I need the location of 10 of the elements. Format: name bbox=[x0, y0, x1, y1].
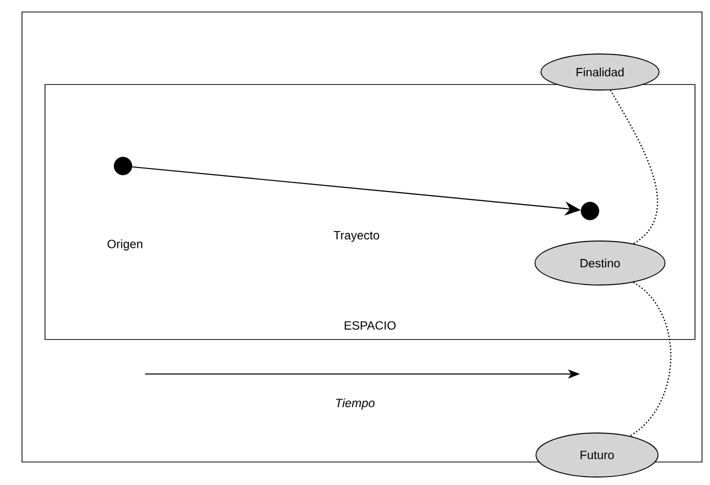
ellipse-node: Futuro bbox=[536, 432, 658, 478]
ellipse-node: Destino bbox=[534, 240, 666, 286]
dot bbox=[580, 202, 600, 220]
ellipse-node: Finalidad bbox=[540, 54, 660, 90]
axis-label: Tiempo bbox=[336, 398, 375, 410]
dotted-line bbox=[629, 282, 672, 437]
edge-label: Trayecto bbox=[331, 229, 382, 244]
dotted-line bbox=[610, 90, 658, 244]
dot bbox=[114, 156, 132, 176]
point-label: Origen bbox=[108, 239, 142, 251]
